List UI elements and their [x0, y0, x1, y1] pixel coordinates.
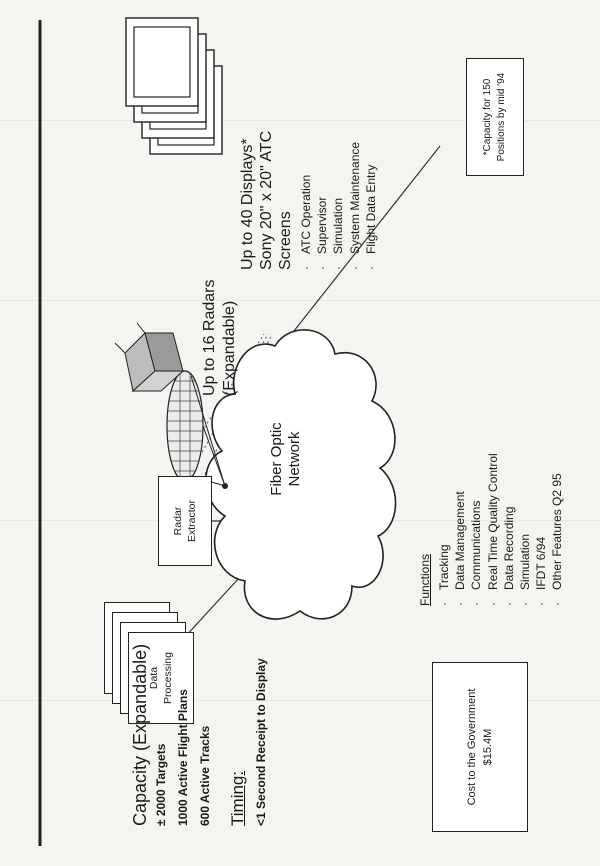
display-item: ·Supervisor — [315, 196, 330, 270]
display-monitors-icon — [125, 17, 223, 155]
function-item: ·IFDT 6/94 — [534, 536, 549, 606]
function-item: ·Real Time Quality Control — [485, 453, 500, 606]
display-item: ·System Maintenance — [347, 141, 362, 270]
function-item: ·Data Recording — [501, 506, 516, 606]
function-item: ·Other Features Q2 95 — [550, 473, 565, 606]
capacity-heading: Capacity (Expandable) — [130, 643, 150, 826]
display-item: ·Flight Data Entry — [363, 164, 378, 270]
function-item: ·Communications — [469, 500, 484, 606]
network-cloud — [205, 329, 397, 620]
capacity-item-targets: ± 2000 Targets — [154, 743, 168, 826]
function-item: ·Simulation — [518, 533, 533, 606]
radars-label: Up to 16 Radars (Expandable) — [201, 279, 238, 396]
capacity-item-tracks: 600 Active Tracks — [198, 725, 212, 826]
function-item: ·Data Management — [453, 491, 468, 606]
connector-network-displays — [289, 145, 441, 337]
capacity-item-flight-plans: 1000 Active Flight Plans — [176, 689, 190, 826]
displays-heading: Up to 40 Displays* Sony 20" x 20" ATC Sc… — [239, 130, 294, 270]
displays-list: ·ATC Operation ·Supervisor ·Simulation ·… — [298, 142, 379, 270]
cost-box: Cost to the Government $15.4M — [432, 662, 528, 832]
capacity-footnote-box: *Capacity for 150 Positions by mid '94 — [466, 58, 524, 176]
timing-value: <1 Second Receipt to Display — [254, 658, 268, 826]
functions-list: ·Tracking ·Data Management ·Communicatio… — [436, 453, 566, 606]
timing-heading: Timing: — [228, 770, 247, 826]
functions-heading: Functions — [418, 553, 432, 606]
display-item: ·ATC Operation — [299, 174, 313, 270]
function-item: ·Tracking — [437, 544, 451, 606]
radar-extractor-box: Radar Extractor — [158, 476, 212, 566]
network-label: Fiber Optic Network — [268, 422, 303, 496]
display-item: ·Simulation — [331, 197, 346, 270]
